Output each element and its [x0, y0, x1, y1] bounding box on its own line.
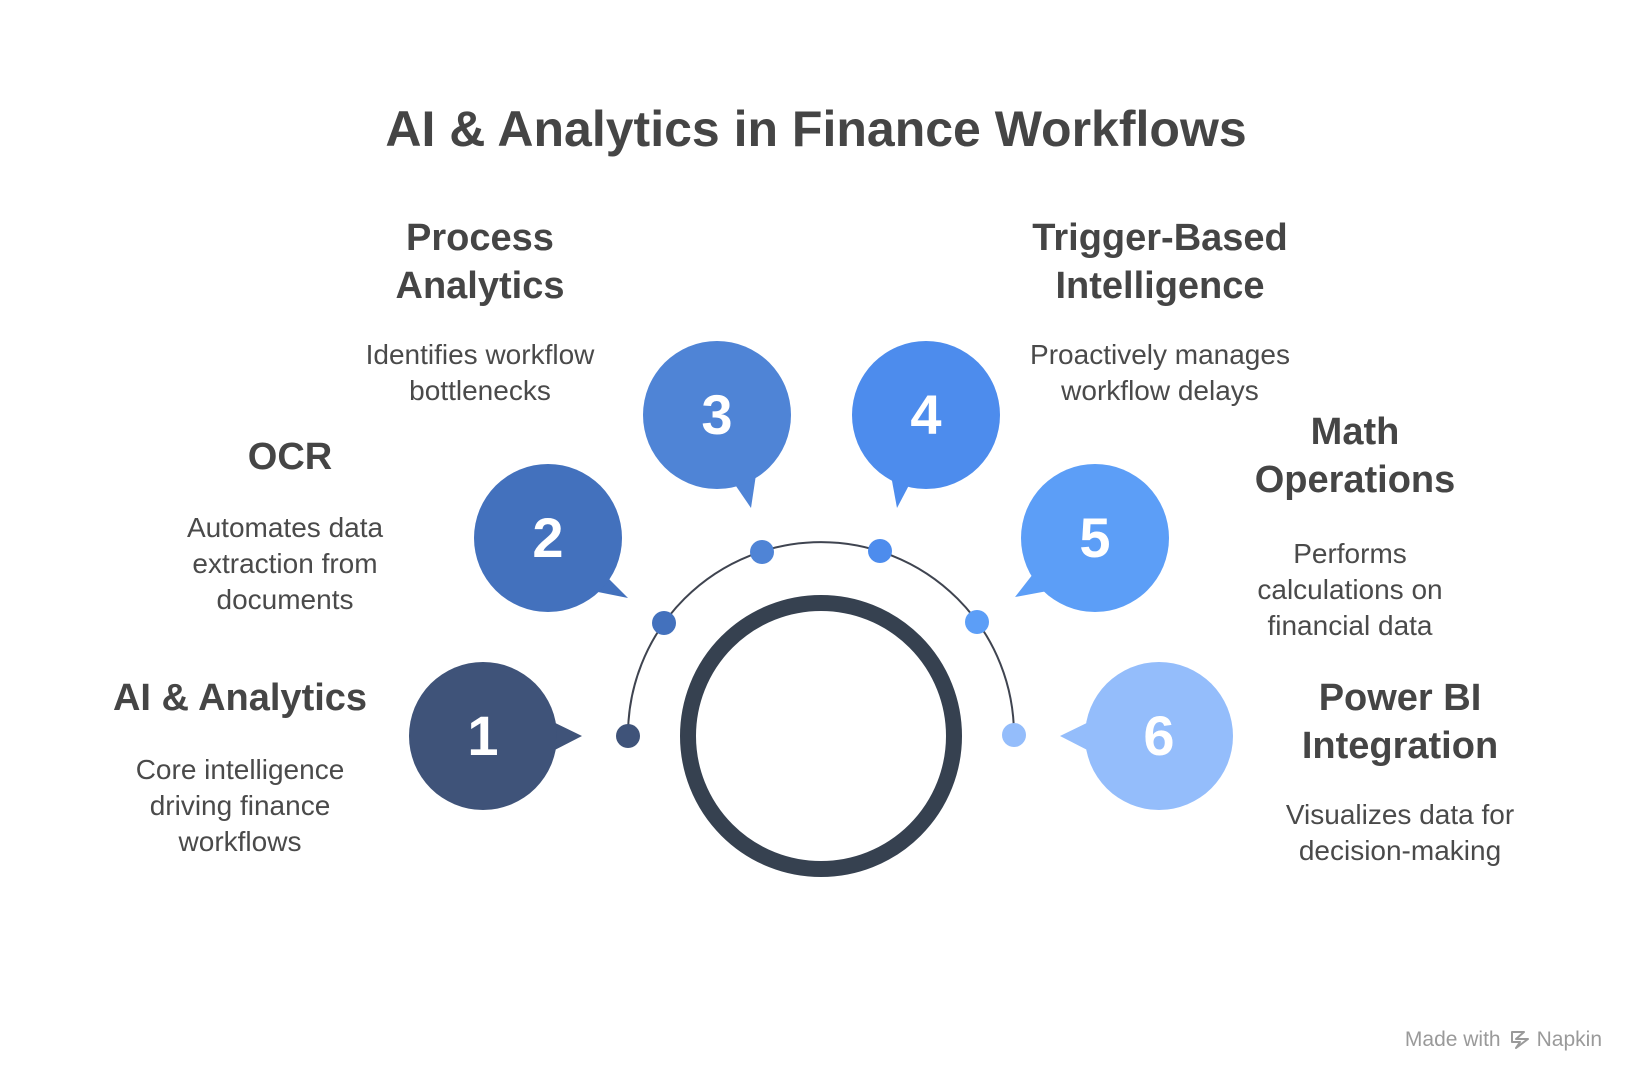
step-number-2: 2 — [532, 506, 563, 569]
step-bubble-1: 1 — [409, 662, 582, 810]
napkin-logo-icon — [1510, 1031, 1529, 1049]
napkin-brand: Napkin — [1509, 1028, 1602, 1052]
step-bubble-6: 6 — [1060, 662, 1233, 810]
diagram-title: AI & Analytics in Finance Workflows — [385, 101, 1247, 157]
center-ring — [680, 595, 962, 877]
step-title-5: Math Operations — [1254, 411, 1456, 501]
step-bubble-5: 5 — [1015, 464, 1169, 612]
step-title-2: OCR — [247, 436, 333, 478]
step-description-1: Core intelligence driving finance workfl… — [135, 754, 345, 857]
step-bubble-2: 2 — [474, 464, 628, 612]
step-bubble-4: 4 — [852, 341, 1000, 508]
step-title-1: AI & Analytics — [112, 677, 368, 719]
step-number-6: 6 — [1143, 704, 1174, 767]
step-number-5: 5 — [1079, 506, 1110, 569]
arc-dot-4 — [868, 539, 892, 563]
step-description-6: Visualizes data for decision-making — [1285, 799, 1515, 866]
made-with-label: Made with — [1404, 1028, 1501, 1051]
arc-dot-5 — [965, 610, 989, 634]
step-description-5: Performs calculations on financial data — [1257, 538, 1443, 641]
step-description-4: Proactively manages workflow delays — [1030, 339, 1290, 406]
arc-dot-6 — [1002, 723, 1026, 747]
step-description-3: Identifies workflow bottlenecks — [365, 339, 595, 406]
step-number-3: 3 — [701, 383, 732, 446]
step-number-1: 1 — [467, 704, 498, 767]
step-title-6: Power BI Integration — [1301, 677, 1499, 767]
step-number-4: 4 — [910, 383, 941, 446]
step-bubble-3: 3 — [643, 341, 791, 508]
step-title-3: Process Analytics — [395, 217, 565, 307]
made-with-napkin: Made with Napkin — [1405, 1028, 1602, 1052]
napkin-brand-label: Napkin — [1536, 1028, 1602, 1051]
arc-dot-3 — [750, 540, 774, 564]
connector-arc — [627, 541, 1015, 736]
step-title-4: Trigger-Based Intelligence — [1032, 217, 1288, 307]
step-description-2: Automates data extraction from documents — [186, 512, 384, 615]
arc-dot-1 — [616, 724, 640, 748]
arc-dot-2 — [652, 611, 676, 635]
